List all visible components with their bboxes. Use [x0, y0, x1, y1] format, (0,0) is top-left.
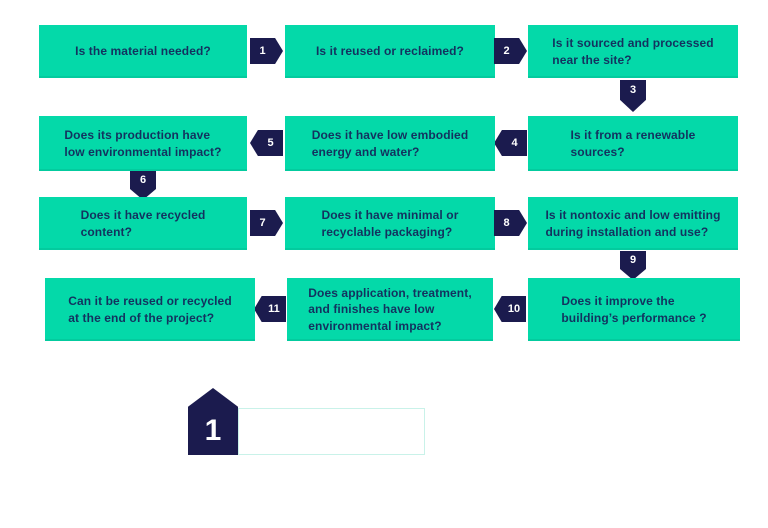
- question-text-7: Does it have recycled content?: [80, 208, 206, 239]
- question-text-11: Does application, treatment, and finishe…: [308, 286, 472, 333]
- question-text-12: Can it be reused or recycled at the end …: [68, 294, 232, 325]
- step-number-3: 3: [629, 84, 637, 96]
- legend-note-box: [238, 408, 425, 455]
- step-number-11: 11: [268, 302, 280, 315]
- question-box-12: Can it be reused or recycled at the end …: [45, 278, 255, 341]
- question-box-5: Does it have low embodied energy and wat…: [285, 116, 495, 171]
- question-text-1: Is the material needed?: [75, 44, 211, 59]
- question-text-8: Does it have minimal or recyclable packa…: [321, 208, 459, 239]
- arrow-right-1: 1: [250, 38, 283, 64]
- legend-step-marker-icon: 1: [188, 388, 238, 455]
- step-number-8: 8: [503, 216, 510, 229]
- arrow-right-2: 2: [494, 38, 527, 64]
- question-text-10: Does it improve the building’s performan…: [561, 294, 707, 325]
- step-number-10: 10: [507, 302, 521, 315]
- question-text-4: Is it from a renewable sources?: [570, 128, 696, 159]
- question-box-4: Is it from a renewable sources?: [528, 116, 738, 171]
- step-number-5: 5: [267, 136, 274, 149]
- question-box-2: Is it reused or reclaimed?: [285, 25, 495, 78]
- arrow-left-11: 11: [254, 296, 286, 322]
- question-box-8: Does it have minimal or recyclable packa…: [285, 197, 495, 250]
- arrow-left-10: 10: [494, 296, 526, 322]
- question-box-1: Is the material needed?: [39, 25, 247, 78]
- legend-step-number: 1: [204, 413, 222, 447]
- arrow-down-3: 3: [620, 80, 646, 112]
- arrow-down-9: 9: [620, 251, 646, 280]
- arrow-left-5: 5: [250, 130, 283, 156]
- question-text-9: Is it nontoxic and low emitting during i…: [545, 208, 721, 239]
- question-text-5: Does it have low embodied energy and wat…: [311, 128, 469, 159]
- step-number-2: 2: [503, 44, 510, 57]
- arrow-down-6: 6: [130, 171, 156, 200]
- question-text-2: Is it reused or reclaimed?: [316, 44, 464, 59]
- question-box-7: Does it have recycled content?: [39, 197, 247, 250]
- arrow-right-7: 7: [250, 210, 283, 236]
- question-box-3: Is it sourced and processed near the sit…: [528, 25, 738, 78]
- step-number-6: 6: [139, 173, 147, 186]
- step-number-4: 4: [511, 136, 518, 149]
- question-text-3: Is it sourced and processed near the sit…: [552, 36, 714, 67]
- question-box-6: Does its production have low environment…: [39, 116, 247, 171]
- arrow-left-4: 4: [494, 130, 527, 156]
- question-box-11: Does application, treatment, and finishe…: [287, 278, 493, 341]
- arrow-right-8: 8: [494, 210, 527, 236]
- step-number-1: 1: [259, 44, 266, 57]
- step-number-7: 7: [259, 216, 266, 229]
- question-box-9: Is it nontoxic and low emitting during i…: [528, 197, 738, 250]
- question-text-6: Does its production have low environment…: [64, 128, 222, 159]
- step-number-9: 9: [629, 253, 637, 266]
- question-box-10: Does it improve the building’s performan…: [528, 278, 740, 341]
